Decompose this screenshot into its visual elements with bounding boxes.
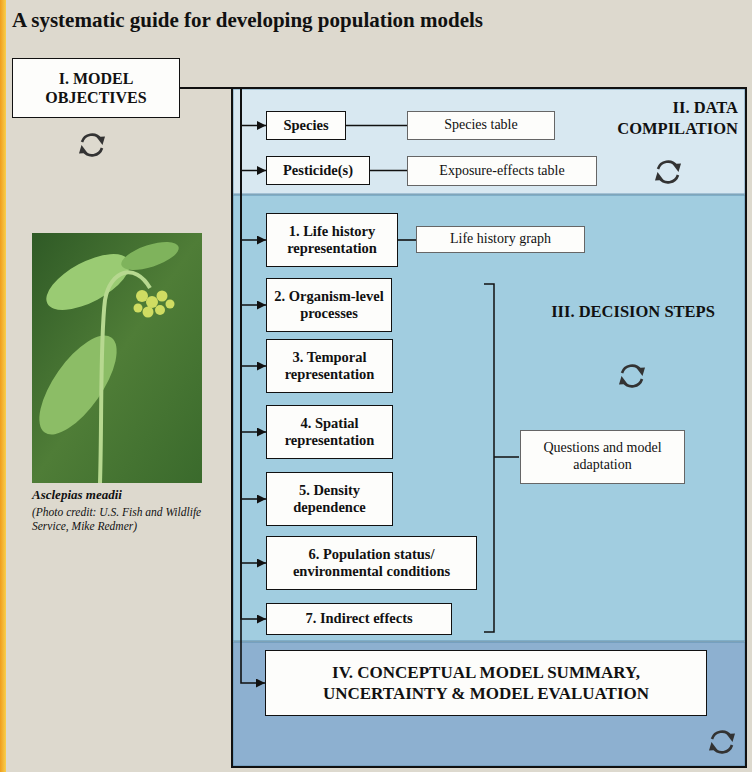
connector-arrow xyxy=(370,170,407,172)
connector-arrow xyxy=(180,88,265,683)
box-label: 7. Indirect effects xyxy=(305,610,412,627)
box-label: I. MODEL OBJECTIVES xyxy=(20,69,172,107)
step-box: 7. Indirect effects xyxy=(266,603,452,635)
step-box: 5. Density dependence xyxy=(266,472,393,526)
box-label: Exposure-effects table xyxy=(439,163,564,180)
cycle-icon xyxy=(79,135,105,156)
flower xyxy=(136,290,148,302)
box-label: Species xyxy=(283,117,328,134)
step-box: 4. Spatial representation xyxy=(266,405,393,459)
connector-arrow xyxy=(180,88,266,171)
plant-photo xyxy=(25,233,202,483)
connector-arrow xyxy=(180,88,266,366)
input-box: Pesticide(s) xyxy=(266,156,370,185)
species-name: Asclepias meadii xyxy=(32,487,210,503)
band-label: II. DATA COMPILATION xyxy=(606,98,738,139)
diagram-title: A systematic guide for developing popula… xyxy=(12,8,483,33)
flower xyxy=(143,307,154,318)
input-box: Species xyxy=(266,111,346,140)
connector-arrow xyxy=(180,88,266,432)
box-label: 4. Spatial representation xyxy=(274,415,385,450)
connector-arrow xyxy=(180,88,266,126)
flower xyxy=(134,304,143,313)
connector-group xyxy=(180,88,416,683)
outer-frame xyxy=(232,88,746,767)
box-label: 5. Density dependence xyxy=(274,482,385,517)
bracket xyxy=(484,284,519,632)
data-band-fill xyxy=(233,89,745,194)
step-box: 1. Life history representation xyxy=(266,213,398,267)
connector-arrow xyxy=(398,239,416,241)
cycle-icon xyxy=(619,366,645,387)
box-label: Species table xyxy=(444,117,517,134)
table-box: Species table xyxy=(407,111,555,140)
objective-box: I. MODEL OBJECTIVES xyxy=(12,58,180,118)
connector-arrow xyxy=(180,88,266,563)
connector-arrow xyxy=(180,88,266,240)
box-label: Pesticide(s) xyxy=(283,162,353,179)
title-wrap: A systematic guide for developing popula… xyxy=(12,8,483,33)
flower xyxy=(155,305,165,315)
flower xyxy=(166,300,175,309)
cycle-icon xyxy=(709,732,735,753)
summary-box: IV. CONCEPTUAL MODEL SUMMARY, UNCERTAINT… xyxy=(265,650,707,716)
output-box: Life history graph xyxy=(416,226,585,253)
connector-arrow xyxy=(180,88,266,305)
connector-arrow xyxy=(180,88,266,499)
step-box: 2. Organism-level processes xyxy=(266,278,392,332)
band-label: III. DECISION STEPS xyxy=(548,302,718,323)
panel xyxy=(6,0,752,772)
flower-cluster xyxy=(134,290,175,318)
stem xyxy=(100,272,150,483)
caption-wrap: Asclepias meadii xyxy=(32,487,210,503)
summary-band-fill xyxy=(233,642,745,766)
box-label: 3. Temporal representation xyxy=(274,349,385,384)
photo-credit: (Photo credit: U.S. Fish and Wildlife Se… xyxy=(32,505,214,534)
photo-ground xyxy=(32,233,202,483)
flower xyxy=(146,296,158,308)
question-box: Questions and model adaptation xyxy=(520,430,685,484)
box-label: 2. Organism-level processes xyxy=(274,288,384,323)
box-label: IV. CONCEPTUAL MODEL SUMMARY, UNCERTAINT… xyxy=(276,662,696,705)
table-box: Exposure-effects table xyxy=(407,156,597,186)
box-label: 6. Population status/ environmental cond… xyxy=(274,546,469,581)
leaf xyxy=(118,236,182,275)
box-label: Questions and model adaptation xyxy=(528,440,677,474)
decision-band: III. DECISION STEPS 1. Life history repre… xyxy=(234,196,744,640)
step-box: 6. Population status/ environmental cond… xyxy=(266,536,477,590)
leaf xyxy=(25,324,131,447)
cycle-icon xyxy=(655,162,681,183)
flower xyxy=(157,291,168,302)
box-label: 1. Life history representation xyxy=(274,223,390,258)
connector-arrow xyxy=(346,125,407,127)
caption-wrap: (Photo credit: U.S. Fish and Wildlife Se… xyxy=(32,505,214,534)
decision-band-fill xyxy=(233,195,745,641)
step-box: 3. Temporal representation xyxy=(266,339,393,393)
connector-arrow xyxy=(180,88,266,619)
leaf xyxy=(38,243,138,322)
data-band: II. DATA COMPILATION Species Species table… xyxy=(234,90,744,193)
box-label: Life history graph xyxy=(450,231,551,248)
